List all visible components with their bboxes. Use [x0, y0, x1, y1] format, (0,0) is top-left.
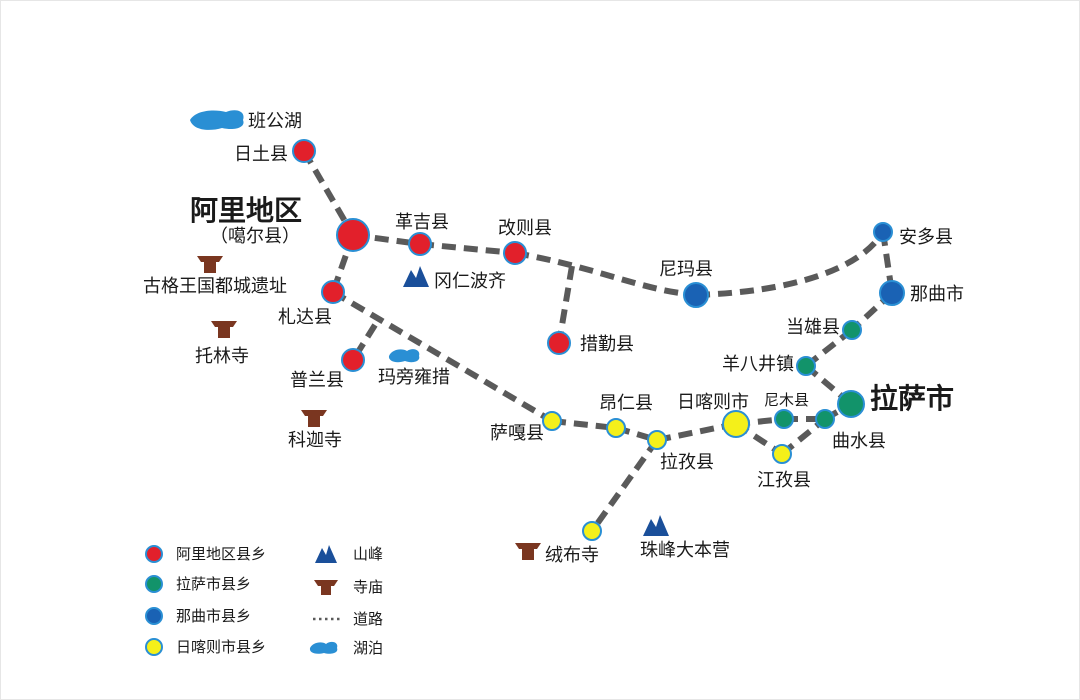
- legend-label-road: 道路: [353, 610, 383, 628]
- node-ali[interactable]: [336, 218, 370, 252]
- label-amdo: 安多县: [899, 227, 953, 248]
- label-namling: 尼木县: [764, 391, 809, 409]
- node-gyangze[interactable]: [772, 444, 792, 464]
- label-qushui: 曲水县: [832, 431, 886, 452]
- region-label-ali: 阿里地区: [190, 194, 302, 227]
- node-lhatse[interactable]: [647, 430, 667, 450]
- label-khorchag: 科迦寺: [288, 430, 342, 451]
- legend-peak-icon: [315, 545, 337, 563]
- label-saga: 萨嘎县: [490, 423, 544, 444]
- region-label-lhasa: 拉萨市: [870, 382, 954, 415]
- label-gyangze: 江孜县: [757, 470, 811, 491]
- town-nodes: [292, 139, 905, 541]
- node-nagqu[interactable]: [879, 280, 905, 306]
- road-lhatse-rongbuk: [589, 438, 660, 533]
- node-qushui[interactable]: [815, 409, 835, 429]
- legend-swatch-ali: [145, 545, 163, 563]
- map-labels: 阿里地区 （噶尔县） 拉萨市 班公湖 日土县 革吉县 改则县 冈仁波齐 古格王国…: [143, 111, 964, 566]
- toling-temple-icon: [211, 321, 237, 338]
- node-zanda[interactable]: [321, 280, 345, 304]
- legend-label-lhasa: 拉萨市县乡: [176, 575, 251, 593]
- legend-lake-icon: [309, 641, 338, 654]
- node-rutog[interactable]: [292, 139, 316, 163]
- legend-label-lake: 湖泊: [353, 639, 383, 657]
- label-nagqu: 那曲市: [910, 284, 964, 305]
- node-coqen[interactable]: [547, 331, 571, 355]
- node-nyima[interactable]: [683, 282, 709, 308]
- guge-ruins-icon: [197, 256, 223, 273]
- road-gegye-gerze: [419, 241, 516, 256]
- legend-label-ali: 阿里地区县乡: [176, 545, 266, 563]
- node-amdo[interactable]: [873, 222, 893, 242]
- road-branch-coqen: [556, 265, 575, 344]
- kangrinboqe-peak-icon: [403, 266, 429, 287]
- label-guge-ruins: 古格王国都城遗址: [143, 276, 287, 297]
- bangong-lake-icon: [190, 110, 244, 130]
- node-gegye[interactable]: [408, 232, 432, 256]
- manasarovar-lake-icon: [388, 349, 420, 363]
- label-gegye: 革吉县: [395, 212, 449, 233]
- label-coqen: 措勤县: [580, 334, 634, 355]
- legend-temple-icon: [314, 580, 338, 595]
- node-gerze[interactable]: [503, 241, 527, 265]
- node-lhasa[interactable]: [837, 390, 865, 418]
- node-burang[interactable]: [341, 348, 365, 372]
- legend-label-nagqu: 那曲市县乡: [176, 607, 251, 625]
- khorchag-temple-icon: [301, 410, 327, 427]
- legend: 阿里地区县乡 拉萨市县乡 那曲市县乡 日喀则市县乡 山峰 寺庙 道路 湖泊: [145, 545, 383, 657]
- everest-peak-icon: [643, 515, 669, 536]
- node-ngamring[interactable]: [606, 418, 626, 438]
- road-rutog-ali: [301, 149, 356, 237]
- node-namling[interactable]: [774, 409, 794, 429]
- node-yangbajing[interactable]: [796, 356, 816, 376]
- label-nyima: 尼玛县: [659, 259, 713, 280]
- legend-swatch-nagqu: [145, 607, 163, 625]
- label-zanda: 札达县: [278, 307, 332, 328]
- legend-label-temple: 寺庙: [353, 578, 383, 596]
- road-nyima-amdo: [695, 230, 886, 298]
- legend-swatch-lhasa: [145, 575, 163, 593]
- label-bangong-lake: 班公湖: [248, 111, 302, 132]
- label-damxung: 当雄县: [786, 317, 840, 338]
- label-lhatse: 拉孜县: [660, 452, 714, 473]
- label-ngamring: 昂仁县: [599, 393, 653, 414]
- legend-label-shigatse: 日喀则市县乡: [176, 638, 266, 656]
- region-seat-label-ali: （噶尔县）: [210, 226, 300, 247]
- road-gerze-nyima: [514, 250, 697, 298]
- node-saga[interactable]: [542, 411, 562, 431]
- node-shigatse[interactable]: [722, 410, 750, 438]
- label-yangbajing: 羊八井镇: [722, 354, 794, 375]
- label-shigatse: 日喀则市: [677, 392, 749, 413]
- legend-swatch-shigatse: [145, 638, 163, 656]
- label-toling: 托林寺: [195, 346, 249, 367]
- label-gerze: 改则县: [498, 218, 552, 239]
- road-zanda-saga: [331, 289, 554, 424]
- label-rutog: 日土县: [234, 144, 288, 165]
- legend-label-peak: 山峰: [353, 545, 383, 563]
- label-everest-bc: 珠峰大本营: [640, 540, 730, 561]
- label-rongbuk: 绒布寺: [545, 545, 599, 566]
- label-manasarovar: 玛旁雍措: [378, 367, 450, 388]
- node-rongbuk[interactable]: [582, 521, 602, 541]
- label-kangrinboqe: 冈仁波齐: [434, 271, 506, 292]
- node-damxung[interactable]: [842, 320, 862, 340]
- road-saga-ngamring: [551, 418, 617, 431]
- label-burang: 普兰县: [290, 370, 344, 391]
- rongbuk-temple-icon: [515, 543, 541, 560]
